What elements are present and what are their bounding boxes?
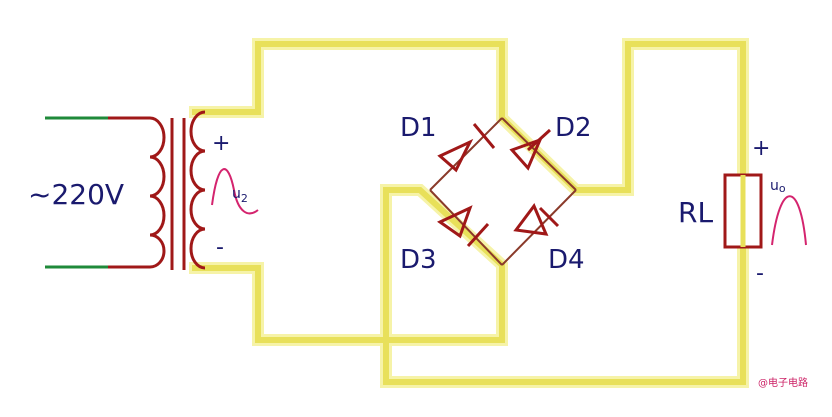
diode-d1-triangle-icon xyxy=(437,138,474,173)
source-label: ~220V xyxy=(28,178,124,211)
diode-d1-label: D1 xyxy=(400,113,437,143)
mains-leads xyxy=(45,116,150,269)
transformer xyxy=(149,110,206,270)
diode-d4-triangle-icon xyxy=(513,203,549,236)
diode-d4 xyxy=(513,203,560,236)
diode-d2 xyxy=(509,128,552,171)
bridge-wire-d2 xyxy=(501,117,577,191)
diode-d2-triangle-icon xyxy=(509,137,543,171)
secondary-minus: - xyxy=(216,235,224,260)
diode-d1-bar xyxy=(472,123,496,149)
secondary-voltage-sub: 2 xyxy=(241,192,248,205)
bridge-wire-d1 xyxy=(429,117,503,191)
secondary-voltage-main: u xyxy=(232,186,241,202)
load-voltage-label: uo xyxy=(770,178,786,195)
diode-d3 xyxy=(437,205,490,248)
diode-d4-label: D4 xyxy=(548,245,585,275)
primary-coil xyxy=(149,116,166,269)
diode-d3-bar xyxy=(466,222,490,248)
load-plus: + xyxy=(752,136,770,161)
bridge-wire-d4 xyxy=(501,189,577,266)
secondary-waveform-icon xyxy=(211,168,259,215)
diode-d2-bar xyxy=(526,128,552,152)
bridge-wires xyxy=(429,117,577,266)
load-voltage-main: u xyxy=(770,178,779,194)
diode-d2-label: D2 xyxy=(555,113,592,143)
output-waveform-icon xyxy=(771,195,807,246)
secondary-plus: + xyxy=(212,131,230,156)
load-minus: - xyxy=(756,261,764,286)
diode-d4-bar xyxy=(538,206,560,228)
load-voltage-sub: o xyxy=(779,182,786,195)
secondary-voltage-label: u2 xyxy=(232,186,248,205)
secondary-coil xyxy=(189,110,206,270)
load-label: RL xyxy=(678,196,713,229)
diode-d1 xyxy=(437,123,496,173)
diode-d3-triangle-icon xyxy=(437,205,473,239)
bridge-wire-d3 xyxy=(429,189,503,266)
diode-d3-label: D3 xyxy=(400,245,437,275)
watermark: @电子电路 xyxy=(758,376,808,389)
